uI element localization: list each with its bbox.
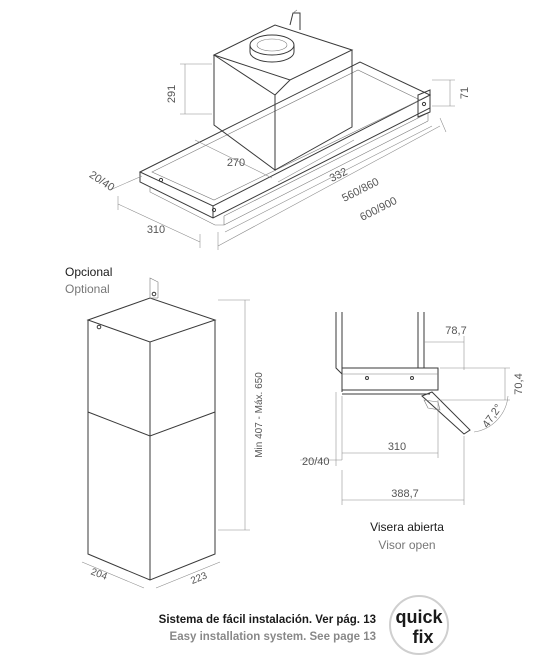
dim-71: 71 (459, 87, 471, 99)
wall-profile (335, 312, 343, 392)
badge-quick: quick (395, 607, 443, 627)
motor-box-top (212, 24, 354, 81)
chimney-lower-section (87, 412, 216, 581)
visor-label-es: Visera abierta (370, 520, 444, 534)
dim-560-860: 560/860 (340, 176, 381, 205)
chimney-view: Opcional Optional Min 407 - Máx. 650 204… (65, 265, 265, 589)
dim-332: 332 (328, 166, 350, 185)
dim-600-900: 600/900 (358, 195, 399, 224)
hood-isometric-view: 291 71 270 332 560/860 600/900 20/40 310 (87, 9, 471, 250)
chimney-top-opening (86, 297, 217, 343)
open-visor (421, 391, 471, 435)
chimney-label-en: Optional (65, 282, 110, 296)
visor-label-en: Visor open (378, 538, 435, 552)
dim-47-2: 47,2° (480, 402, 505, 430)
dim-70-4: 70,4 (513, 373, 525, 394)
dim-388-7: 388,7 (391, 488, 419, 500)
chimney-label-es: Opcional (65, 265, 112, 279)
badge-fix: fix (412, 627, 433, 647)
air-outlet (249, 34, 295, 56)
visor-side-view: 78,7 70,4 47,2° 310 20/40 388,7 Visera a… (300, 312, 525, 552)
hood-body-side (341, 367, 439, 391)
quick-fix-badge: quick fix (389, 595, 449, 655)
dim-223: 223 (189, 570, 209, 587)
dim-20-40-visor: 20/40 (302, 456, 330, 468)
dim-78-7: 78,7 (445, 325, 466, 337)
dim-270: 270 (227, 157, 245, 169)
dim-310-top: 310 (147, 224, 165, 236)
footer-line-en: Easy installation system. See page 13 (170, 631, 376, 643)
dim-20-40-top: 20/40 (87, 169, 117, 194)
dim-310-visor: 310 (388, 441, 406, 453)
footer: Sistema de fácil instalación. Ver pág. 1… (159, 595, 449, 655)
hood-end-cap (417, 89, 431, 118)
footer-line-es: Sistema de fácil instalación. Ver pág. 1… (159, 614, 376, 626)
dim-291: 291 (166, 85, 178, 103)
dim-204: 204 (89, 567, 109, 583)
dim-chimney-height: Min 407 - Máx. 650 (254, 372, 265, 458)
